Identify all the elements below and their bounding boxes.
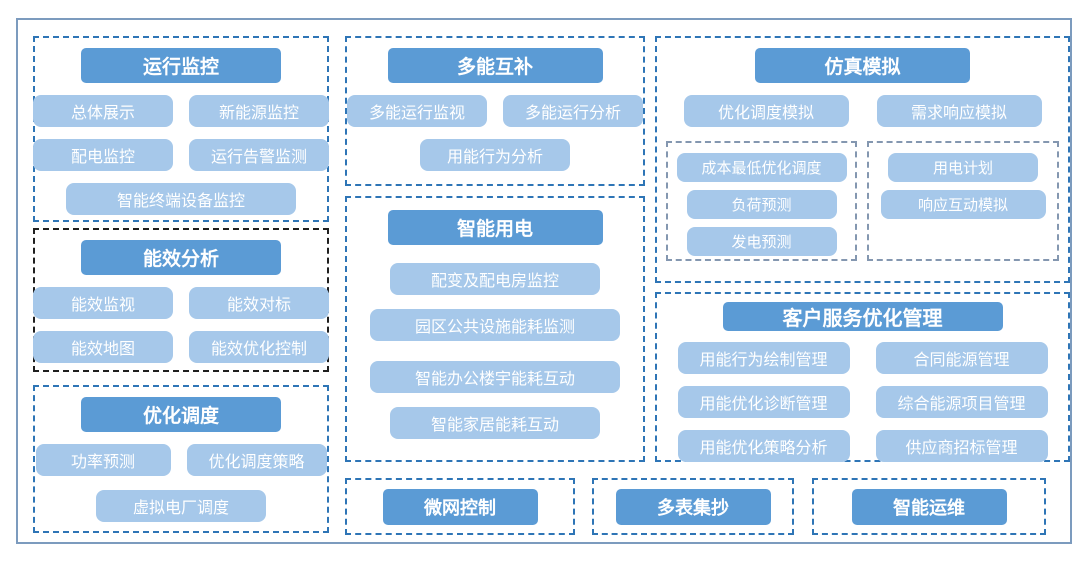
- group-smart-power-use-title: 智能用电: [387, 210, 603, 245]
- subgroup-simulation-dispatch: 成本最低优化调度 负荷预测 发电预测: [666, 141, 857, 261]
- group-customer-service-optimization: 客户服务优化管理 用能行为绘制管理 合同能源管理 用能优化诊断管理 综合能源项目…: [655, 292, 1070, 462]
- group-simulation-title: 仿真模拟: [755, 48, 970, 83]
- group-simulation: 仿真模拟 优化调度模拟 需求响应模拟 成本最低优化调度 负荷预测 发电预测 用电…: [655, 36, 1070, 283]
- item-distribution-monitoring: 配电监控: [33, 139, 173, 171]
- group-smart-power-use: 智能用电 配变及配电房监控 园区公共设施能耗监测 智能办公楼宇能耗互动 智能家居…: [345, 196, 645, 462]
- group-energy-efficiency-analysis: 能效分析 能效监视 能效对标 能效地图 能效优化控制: [33, 228, 329, 372]
- item-operation-alarm-monitoring: 运行告警监测: [189, 139, 329, 171]
- item-smart-terminal-device-monitoring: 智能终端设备监控: [66, 183, 296, 215]
- group-multi-energy-complementary-title: 多能互补: [387, 48, 603, 83]
- group-multi-meter-reading: 多表集抄: [592, 478, 794, 535]
- subgroup-simulation-plan: 用电计划 响应互动模拟: [867, 141, 1059, 261]
- group-multi-energy-complementary: 多能互补 多能运行监视 多能运行分析 用能行为分析: [345, 36, 645, 186]
- item-contract-energy-mgmt: 合同能源管理: [875, 342, 1048, 374]
- group-smart-operation-maintenance: 智能运维: [812, 478, 1046, 535]
- item-load-forecast: 负荷预测: [686, 190, 837, 219]
- item-energy-behavior-profiling-mgmt: 用能行为绘制管理: [677, 342, 850, 374]
- group-operation-monitoring-title: 运行监控: [81, 48, 281, 83]
- item-power-forecast: 功率预测: [35, 444, 171, 476]
- item-supplier-bidding-mgmt: 供应商招标管理: [875, 430, 1048, 462]
- group-microgrid-control: 微网控制: [345, 478, 575, 535]
- item-overall-display: 总体展示: [33, 95, 173, 127]
- item-energy-use-behavior-analysis: 用能行为分析: [420, 139, 570, 171]
- item-energy-efficiency-benchmarking: 能效对标: [189, 287, 329, 319]
- item-demand-response-simulation: 需求响应模拟: [876, 95, 1042, 127]
- group-operation-monitoring: 运行监控 总体展示 新能源监控 配电监控 运行告警监测 智能终端设备监控: [33, 36, 329, 222]
- item-cost-optimal-dispatch: 成本最低优化调度: [676, 153, 847, 182]
- group-optimal-dispatch-title: 优化调度: [81, 397, 281, 432]
- item-energy-efficiency-map: 能效地图: [33, 331, 173, 363]
- group-energy-efficiency-analysis-title: 能效分析: [81, 240, 281, 275]
- group-multi-meter-reading-title: 多表集抄: [615, 488, 771, 525]
- item-energy-efficiency-optimization-control: 能效优化控制: [189, 331, 329, 363]
- item-transformer-room-monitoring: 配变及配电房监控: [390, 263, 600, 295]
- item-park-facilities-energy-monitoring: 园区公共设施能耗监测: [370, 309, 620, 341]
- item-generation-forecast: 发电预测: [686, 227, 837, 256]
- item-energy-optimization-diagnosis-mgmt: 用能优化诊断管理: [677, 386, 850, 418]
- item-virtual-power-plant-dispatch: 虚拟电厂调度: [96, 490, 266, 522]
- item-multi-energy-operation-monitoring: 多能运行监视: [347, 95, 487, 127]
- item-new-energy-monitoring: 新能源监控: [189, 95, 329, 127]
- item-response-interaction-simulation: 响应互动模拟: [880, 190, 1046, 219]
- item-power-use-plan: 用电计划: [888, 153, 1038, 182]
- item-integrated-energy-project-mgmt: 综合能源项目管理: [875, 386, 1048, 418]
- group-smart-operation-maintenance-title: 智能运维: [851, 488, 1007, 525]
- item-dispatch-strategy: 优化调度策略: [186, 444, 327, 476]
- item-energy-efficiency-monitoring: 能效监视: [33, 287, 173, 319]
- item-multi-energy-operation-analysis: 多能运行分析: [503, 95, 643, 127]
- group-optimal-dispatch: 优化调度 功率预测 优化调度策略 虚拟电厂调度: [33, 385, 329, 533]
- item-smart-home-energy-interaction: 智能家居能耗互动: [390, 407, 600, 439]
- item-dispatch-simulation: 优化调度模拟: [683, 95, 849, 127]
- group-customer-service-optimization-title: 客户服务优化管理: [722, 302, 1003, 331]
- item-energy-optimization-strategy-analysis: 用能优化策略分析: [677, 430, 850, 462]
- item-office-building-energy-interaction: 智能办公楼宇能耗互动: [370, 361, 620, 393]
- group-microgrid-control-title: 微网控制: [382, 488, 538, 525]
